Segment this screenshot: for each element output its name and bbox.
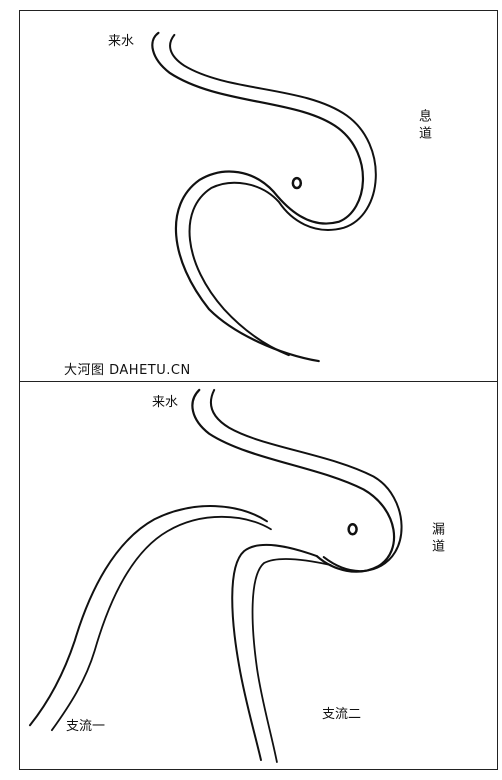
bottom-diagram-panel: 来水 漏道 支流一 支流二 <box>19 381 498 770</box>
bottom-river-inner-bank <box>210 388 403 573</box>
branch-two-label: 支流二 <box>322 707 362 722</box>
branch-two-outer-bank <box>231 543 318 762</box>
branch-one-outer-bank <box>28 505 268 727</box>
bottom-inflow-label: 来水 <box>152 395 179 410</box>
bottom-river-outer-bank <box>191 388 396 573</box>
top-river-whirl <box>291 176 303 190</box>
branch-one-inner-bank <box>50 516 272 732</box>
top-diagram-panel: 来水 息道 大河图 DAHETU.CN <box>19 10 498 382</box>
branch-two-inner-bank <box>251 558 332 763</box>
top-river-channel <box>151 31 377 363</box>
watermark-text: 大河图 DAHETU.CN <box>64 363 191 378</box>
top-inflow-label: 来水 <box>108 34 135 49</box>
branch-one-label: 支流一 <box>66 719 106 734</box>
bottom-side-label: 漏道 <box>429 522 444 556</box>
bottom-river-whirl <box>347 523 358 536</box>
bottom-river-channel <box>28 388 403 763</box>
top-river-outer-bank <box>151 31 365 363</box>
top-river-inner-bank <box>169 33 377 357</box>
top-side-label: 息道 <box>416 109 431 143</box>
